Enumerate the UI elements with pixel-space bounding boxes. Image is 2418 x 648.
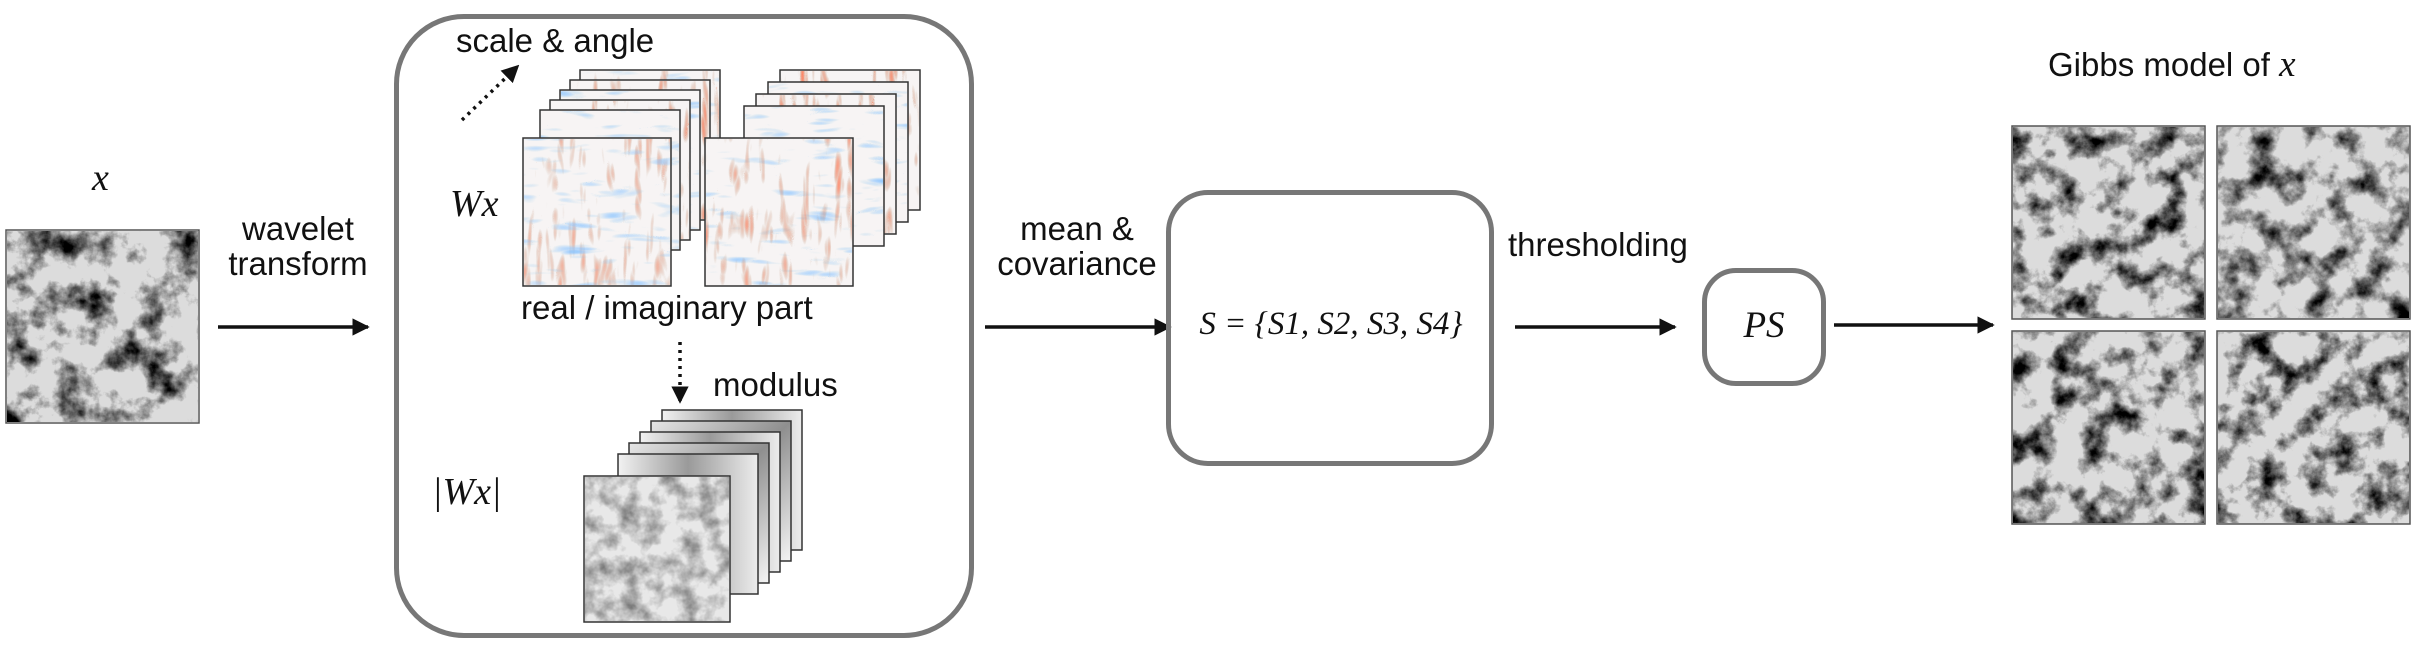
thresholding-label: thresholding xyxy=(1508,226,1688,263)
wavelet-layer-front xyxy=(522,137,672,287)
output-title-symbol: x xyxy=(2279,44,2296,85)
threshold-formula: PS xyxy=(1743,305,1785,346)
output-samples xyxy=(2011,125,2411,525)
wavelet-stack-imaginary xyxy=(704,69,921,287)
input-symbol: x xyxy=(92,157,109,199)
mean-cov-line2: covariance xyxy=(997,244,1157,282)
wavelet-transform-label: wavelet transform xyxy=(208,210,388,282)
statistics-formula: S = {S1, S2, S3, S4} xyxy=(1199,306,1463,342)
real-imaginary-label: real / imaginary part xyxy=(521,289,813,326)
input-image xyxy=(5,229,200,424)
scale-angle-arrow xyxy=(460,64,520,122)
modulus-front xyxy=(583,475,731,623)
output-title-text: Gibbs model of xyxy=(2048,46,2270,83)
abs-wx-label: |Wx| xyxy=(432,471,502,513)
scale-angle-label: scale & angle xyxy=(456,22,655,59)
wavelet-label-line1: wavelet xyxy=(242,210,354,247)
statistics-box xyxy=(1166,190,1494,466)
wavelet-stack-real xyxy=(522,69,721,287)
threshold-box xyxy=(1702,268,1826,386)
wx-label: Wx xyxy=(450,183,499,225)
mean-cov-line1: mean & xyxy=(1020,210,1134,247)
output-title: Gibbs model of x xyxy=(2048,44,2296,85)
wavelet-label-line2: transform xyxy=(228,244,368,282)
wavelet-box xyxy=(394,14,974,638)
output-sample xyxy=(2011,330,2206,525)
output-sample xyxy=(2011,125,2206,320)
wavelet-layer-front xyxy=(704,137,854,287)
modulus-stack xyxy=(583,409,803,623)
modulus-label: modulus xyxy=(713,366,838,403)
output-sample xyxy=(2216,330,2411,525)
output-sample xyxy=(2216,125,2411,320)
mean-covariance-label: mean & covariance xyxy=(976,210,1178,282)
